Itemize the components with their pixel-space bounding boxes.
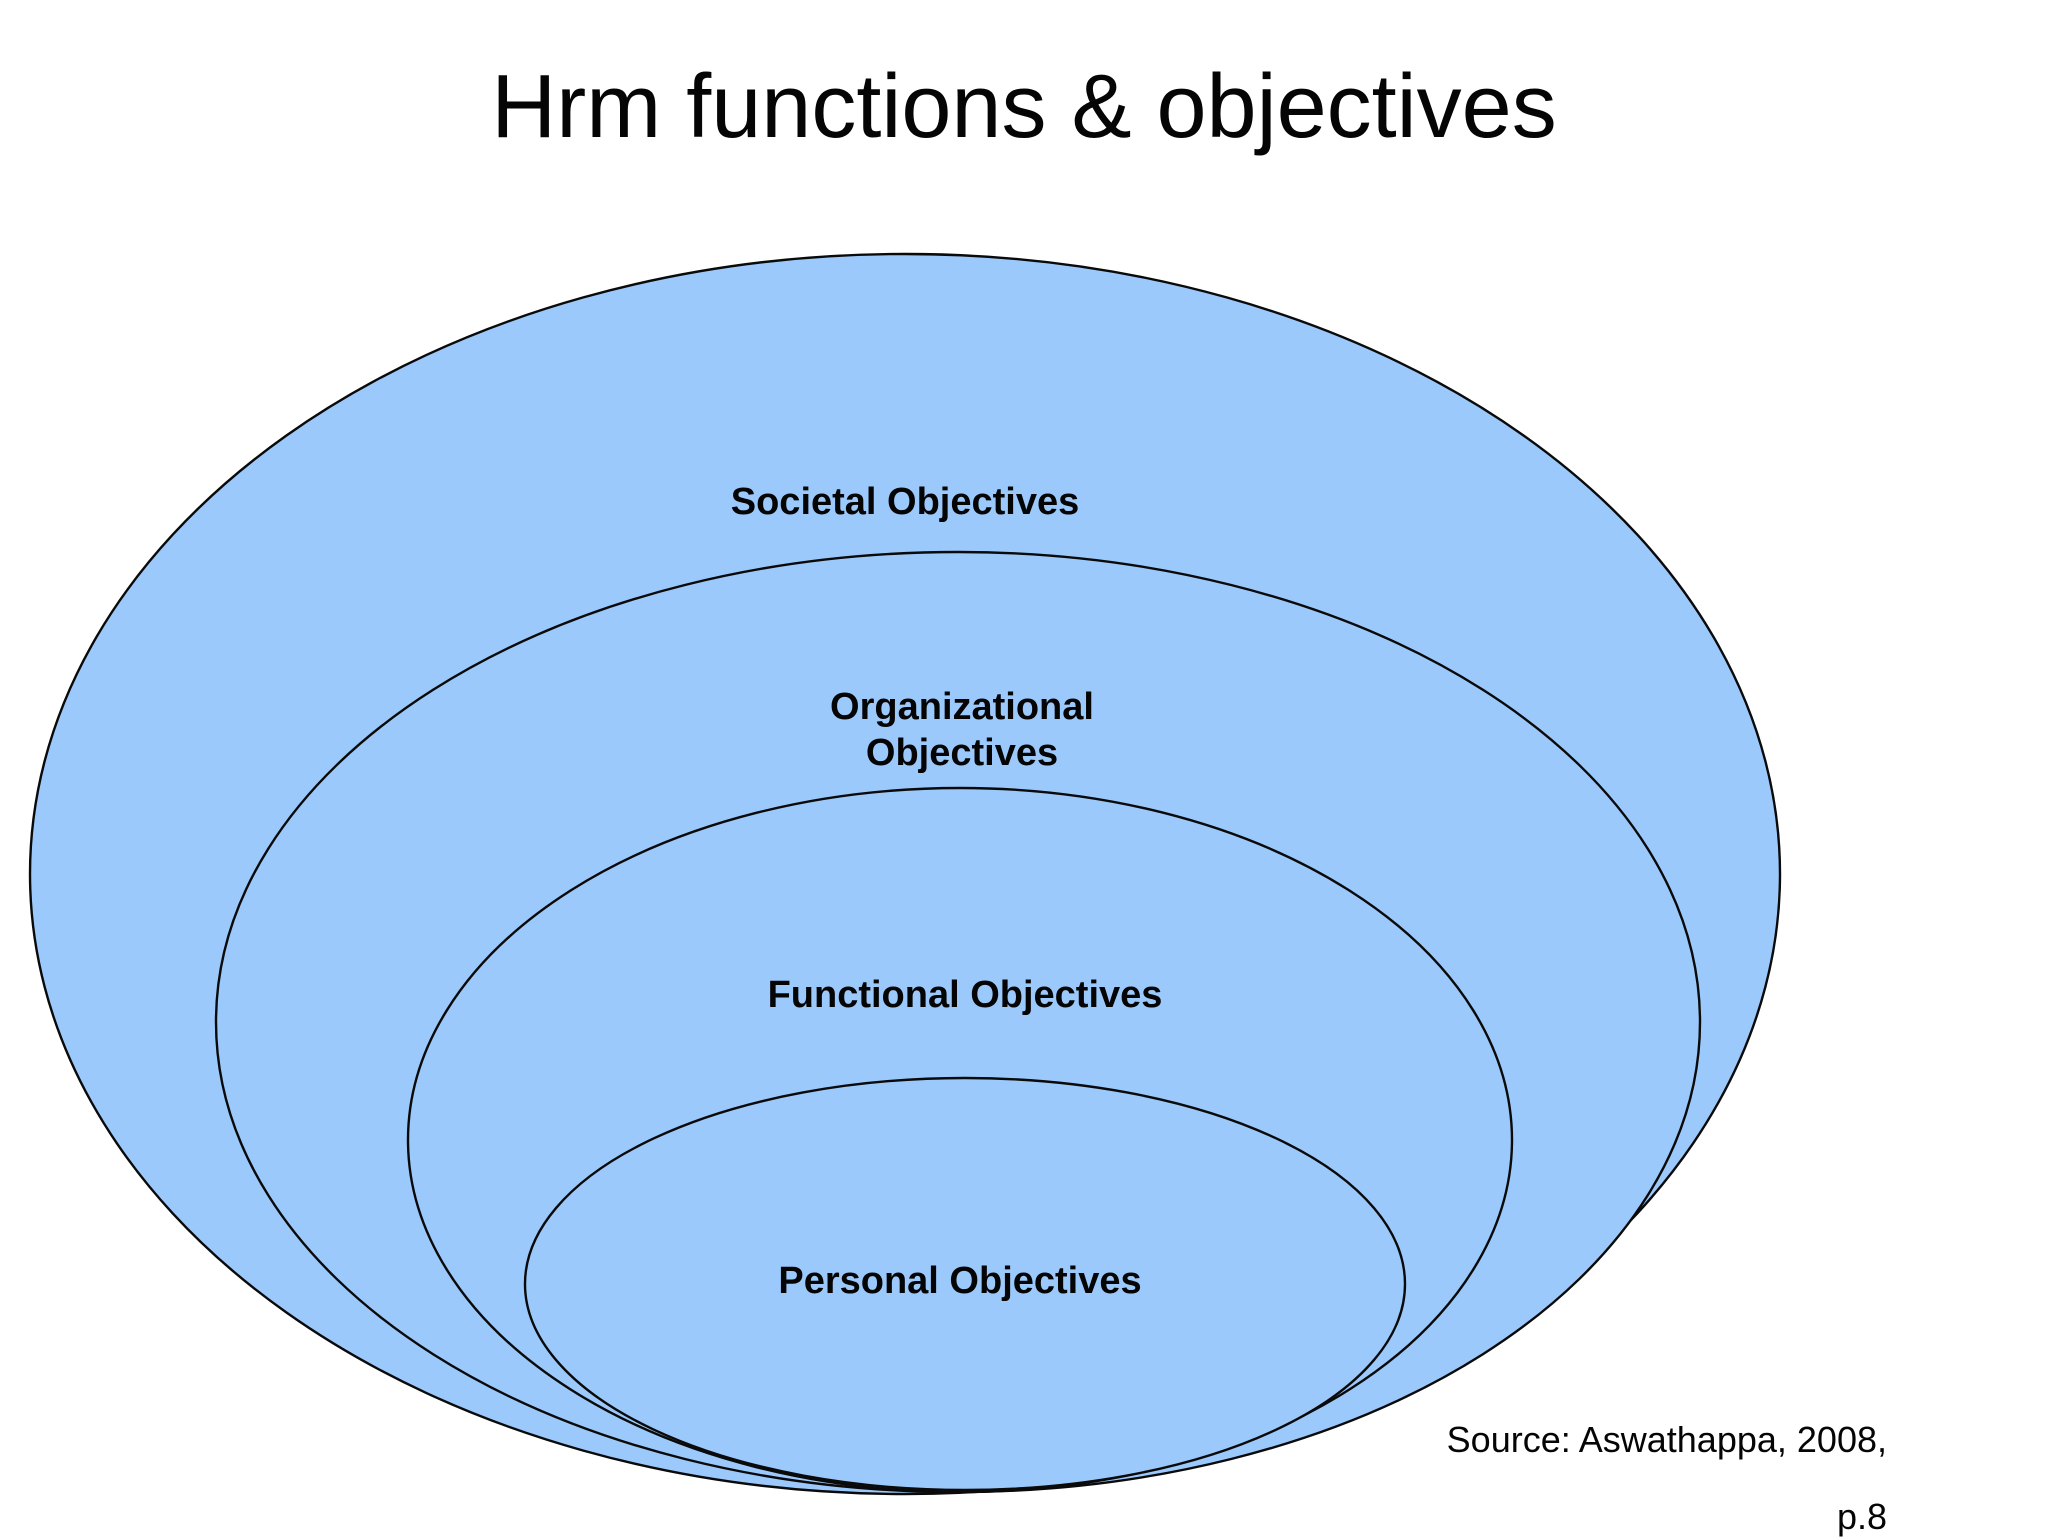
source-citation-line2: p.8 bbox=[1836, 1496, 1887, 1537]
label-personal-objectives: Personal Objectives bbox=[778, 1260, 1142, 1302]
label-functional-objectives: Functional Objectives bbox=[767, 974, 1163, 1016]
page-title: Hrm functions & objectives bbox=[491, 57, 1557, 157]
source-citation: Source: Aswathappa, 2008, p.8 bbox=[1447, 1418, 1887, 1539]
ellipse-personal-objectives bbox=[523, 1076, 1407, 1492]
label-societal-objectives: Societal Objectives bbox=[730, 481, 1080, 523]
source-citation-line1: Source: Aswathappa, 2008, bbox=[1446, 1419, 1887, 1460]
label-organizational-objectives: Organizational Objectives bbox=[830, 686, 1094, 774]
